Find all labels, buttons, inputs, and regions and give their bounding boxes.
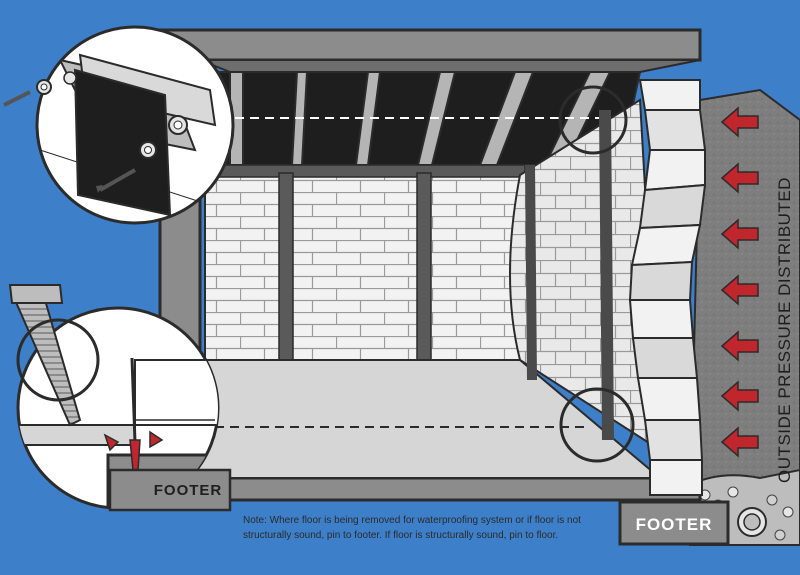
detail-circle-top — [558, 85, 628, 155]
arrow-left-icon — [720, 106, 759, 138]
side-wall — [509, 98, 662, 452]
back-brace-1 — [278, 172, 294, 364]
side-brace-1 — [525, 164, 537, 381]
screw-icon — [3, 79, 52, 107]
back-wall — [204, 174, 521, 361]
arrow-left-icon — [720, 426, 759, 458]
screw-icon — [96, 168, 136, 193]
arrow-left-icon — [720, 274, 759, 306]
note-line-2: structurally sound, pin to footer. If fl… — [243, 530, 558, 541]
drain-pipe-icon — [737, 507, 767, 537]
pressure-arrows — [720, 106, 759, 458]
tool-detail-circle — [16, 318, 100, 402]
side-caption: OUTSIDE PRESSURE DISTRIBUTED — [775, 177, 794, 483]
arrow-left-icon — [720, 330, 759, 362]
arrow-left-icon — [720, 162, 759, 194]
bottom-slab — [158, 476, 702, 502]
detail-circle-bottom — [559, 387, 635, 463]
back-brace-2 — [416, 172, 432, 364]
footer-label-main: FOOTER — [636, 515, 713, 534]
back-wall-top-plate — [204, 164, 526, 178]
arrow-left-icon — [720, 380, 759, 412]
exterior-block-wall — [628, 79, 707, 496]
footer-box-main — [618, 500, 730, 546]
note-line-1: Note: Where floor is being removed for w… — [243, 515, 581, 526]
side-brace-2 — [599, 109, 614, 441]
ceiling-edge — [199, 59, 701, 73]
arrow-left-icon — [720, 218, 759, 250]
footer-box-inset — [108, 468, 232, 512]
bracket-detail-inset — [35, 25, 235, 225]
footer-label-inset: FOOTER — [154, 482, 223, 499]
